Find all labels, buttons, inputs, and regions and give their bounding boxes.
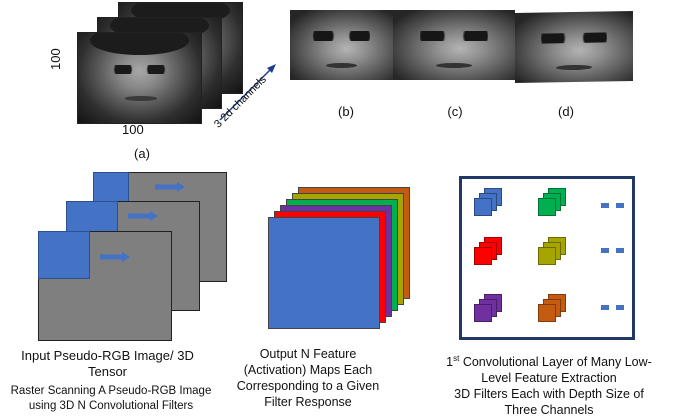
input-caption: Input Pseudo-RGB Image/ 3D Tensor bbox=[21, 348, 194, 379]
face-variant-b bbox=[290, 10, 393, 80]
scan-arrow-back bbox=[155, 182, 185, 192]
dim-vertical-label: 100 bbox=[48, 48, 63, 70]
scan-arrow-front bbox=[100, 252, 130, 262]
label-c: (c) bbox=[447, 104, 463, 119]
layer-caption-prefix: 1 bbox=[446, 355, 454, 370]
layer-caption-rest: Convolutional Layer of Many Low-Level Fe… bbox=[459, 355, 652, 386]
layer-caption: 1st Convolutional Layer of Many Low-Leve… bbox=[438, 351, 660, 386]
filter-window-front bbox=[38, 231, 90, 279]
face-variant-d bbox=[515, 10, 633, 84]
filter-window-middle bbox=[66, 201, 118, 232]
face-variant-c bbox=[393, 10, 515, 80]
channels-arrow bbox=[219, 64, 276, 121]
dim-horizontal-label: 100 bbox=[122, 122, 144, 137]
raster-caption: Raster Scanning A Pseudo-RGB Image using… bbox=[10, 385, 212, 412]
filter-bank-frame bbox=[459, 176, 635, 340]
label-d: (d) bbox=[558, 104, 574, 119]
filters-caption: 3D Filters Each with Depth Size of Three… bbox=[454, 387, 644, 417]
feature-map-blue bbox=[268, 217, 380, 329]
label-b: (b) bbox=[338, 104, 354, 119]
label-a: (a) bbox=[134, 146, 150, 161]
filter-window-back bbox=[93, 172, 129, 203]
face-image-front bbox=[77, 32, 202, 124]
scan-arrow-middle bbox=[128, 211, 158, 221]
layer-caption-sup: st bbox=[453, 354, 460, 363]
output-caption: Output N Feature (Activation) Maps Each … bbox=[236, 347, 380, 409]
